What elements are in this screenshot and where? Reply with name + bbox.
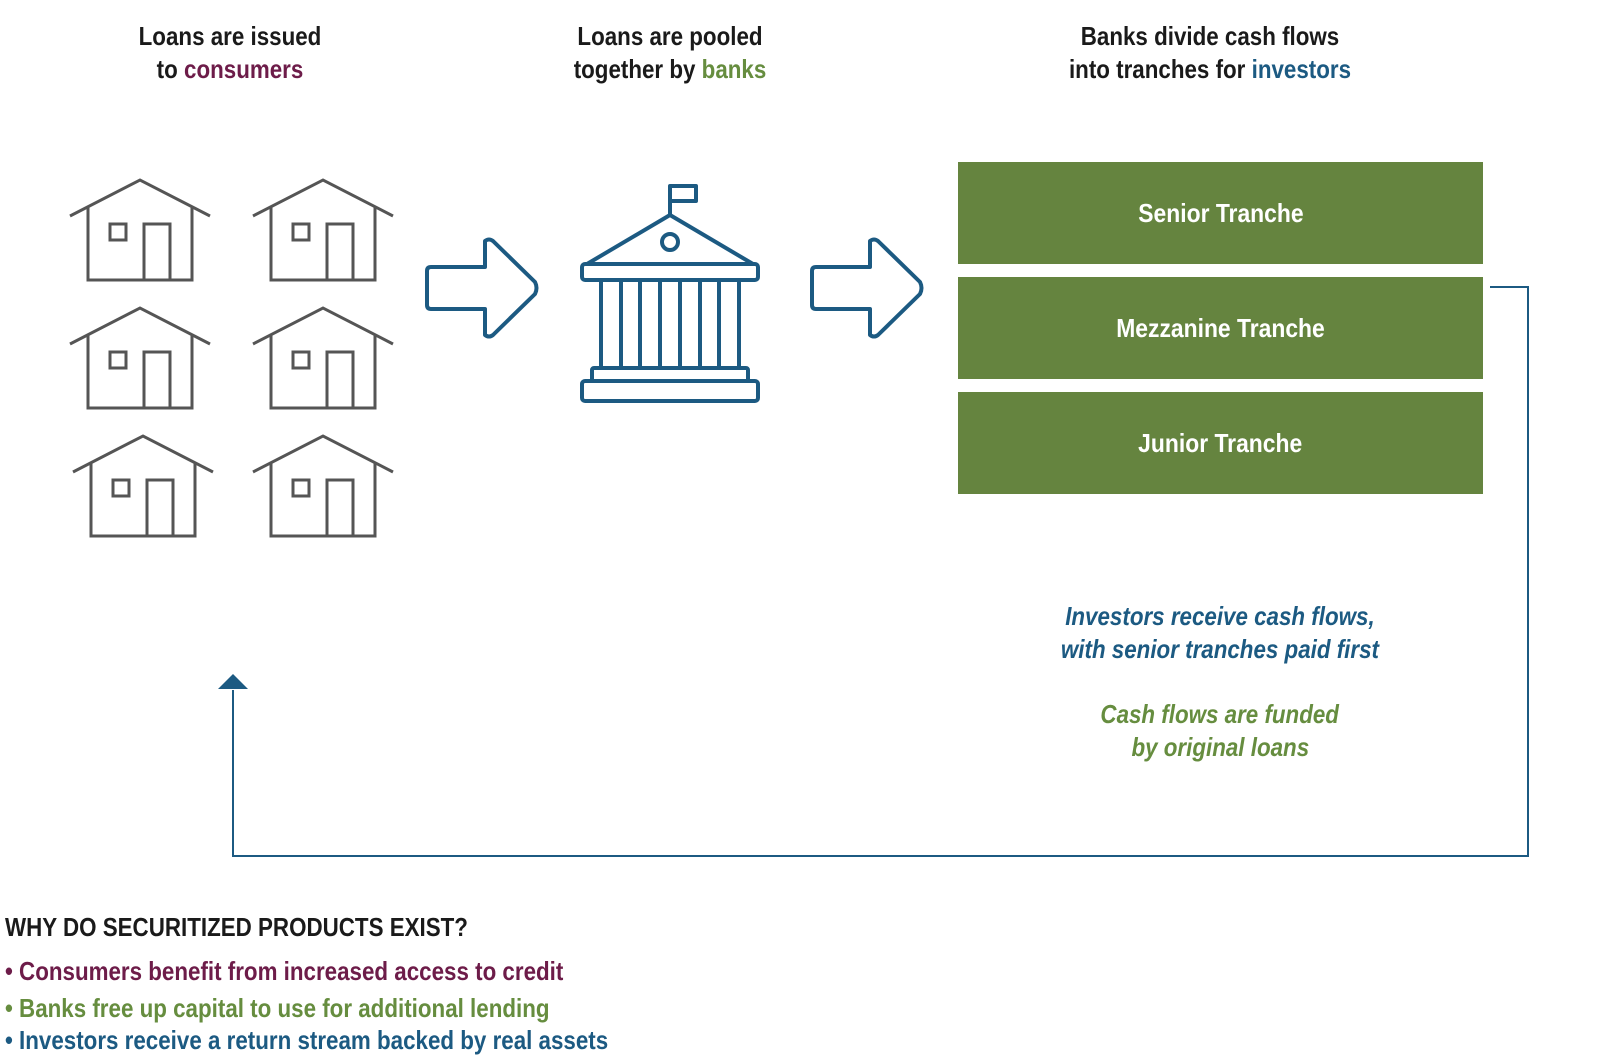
header-consumers-pre: to [156, 54, 185, 84]
right-arrow-icon [810, 237, 924, 339]
header-banks-highlight: banks [701, 54, 767, 84]
bullet-consumers: • Consumers benefit from increased acces… [5, 956, 564, 986]
header-banks-pre: together by [573, 54, 702, 84]
header-investors: Banks divide cash flows into tranches fo… [1038, 20, 1382, 86]
house-icon [68, 306, 212, 410]
funding-note: Cash flows are funded by original loans [1010, 698, 1430, 764]
header-investors-line2: into tranches for investors [1038, 53, 1382, 86]
junior-tranche: Junior Tranche [958, 392, 1483, 494]
mezzanine-tranche: Mezzanine Tranche [958, 277, 1483, 379]
header-consumers-line1: Loans are issued [138, 21, 322, 51]
house-icon [251, 434, 395, 538]
investors-note-line1: Investors receive cash flows, [1065, 601, 1375, 631]
header-banks: Loans are pooled together by banks [532, 20, 807, 86]
house-icon [251, 306, 395, 410]
right-arrow-icon [425, 237, 539, 339]
up-arrow-icon [218, 674, 248, 689]
header-banks-line1: Loans are pooled [577, 21, 763, 51]
bullet-banks: • Banks free up capital to use for addit… [5, 993, 550, 1023]
bank-building-icon [580, 184, 760, 403]
funding-note-line2: by original loans [1131, 732, 1309, 762]
house-icon [71, 434, 215, 538]
senior-tranche-label: Senior Tranche [1137, 197, 1304, 228]
investors-note: Investors receive cash flows, with senio… [1010, 600, 1430, 666]
header-banks-line2: together by banks [532, 53, 807, 86]
header-consumers: Loans are issued to consumers [101, 20, 359, 86]
investors-note-line2: with senior tranches paid first [1060, 634, 1380, 664]
junior-tranche-label: Junior Tranche [1138, 427, 1303, 458]
header-investors-line1: Banks divide cash flows [1080, 21, 1340, 51]
header-consumers-line2: to consumers [101, 53, 359, 86]
mezzanine-tranche-label: Mezzanine Tranche [1116, 312, 1325, 343]
header-consumers-highlight: consumers [184, 54, 304, 84]
bullet-investors: • Investors receive a return stream back… [5, 1025, 609, 1055]
cash-flow-return-line [232, 286, 1529, 857]
house-icon [251, 178, 395, 282]
header-investors-pre: into tranches for [1068, 54, 1252, 84]
house-icon [68, 178, 212, 282]
funding-note-line1: Cash flows are funded [1100, 699, 1340, 729]
senior-tranche: Senior Tranche [958, 162, 1483, 264]
header-investors-highlight: investors [1251, 54, 1352, 84]
why-heading: WHY DO SECURITIZED PRODUCTS EXIST? [5, 912, 468, 942]
